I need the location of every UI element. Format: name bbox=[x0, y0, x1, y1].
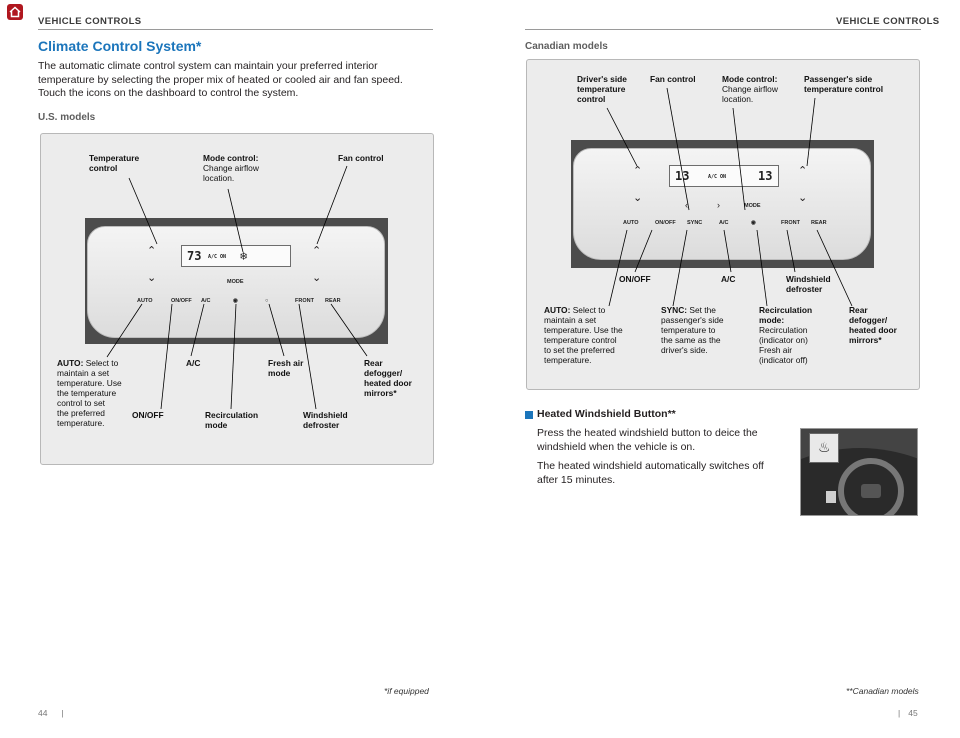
us-fan-control-callout: Fan control bbox=[338, 153, 384, 163]
heated-windshield-para-2: The heated windshield automatically swit… bbox=[537, 460, 764, 486]
canadian-recirc-callout: Recirculation mode: Recirculation (indic… bbox=[759, 305, 813, 365]
canadian-sync-button[interactable]: SYNC bbox=[687, 220, 703, 226]
canadian-auto-button[interactable]: AUTO bbox=[623, 220, 639, 226]
heated-windshield-para-1: Press the heated windshield button to de… bbox=[537, 427, 758, 453]
steering-wheel-graphic bbox=[801, 429, 917, 515]
canadian-diagram-panel: 13 A/C ON 13 ⌃ ⌃ ⌃ ⌃ ‹ › MODE AUTO ON/OF… bbox=[526, 59, 920, 390]
header-rule-left bbox=[38, 29, 433, 30]
home-icon[interactable] bbox=[7, 4, 23, 20]
us-auto-callout: AUTO: Select to maintain a set temperatu… bbox=[57, 358, 122, 428]
canadian-rear-defrost-button[interactable]: REAR bbox=[811, 220, 827, 226]
us-mode-control-callout: Mode control: Change airflow location. bbox=[203, 153, 259, 183]
canadian-ac-callout: A/C bbox=[721, 274, 736, 284]
canadian-rear-defogger-callout: Rear defogger/ heated door mirrors* bbox=[849, 305, 897, 345]
header-rule-right bbox=[525, 29, 921, 30]
us-temperature-control-callout: Temperature control bbox=[89, 153, 140, 173]
header-left: VEHICLE CONTROLS bbox=[38, 16, 142, 27]
header-right: VEHICLE CONTROLS bbox=[836, 16, 940, 27]
canadian-onoff-callout: ON/OFF bbox=[619, 274, 651, 284]
us-diagram-panel: 73 A/C ON ❄ ⌃ ⌃ ⌃ ⌃ MODE AUTO ON/OFF A/C… bbox=[40, 133, 434, 465]
canadian-leader-lines bbox=[606, 87, 853, 307]
us-mode-button[interactable]: MODE bbox=[227, 279, 244, 285]
canadian-ac-button[interactable]: A/C bbox=[719, 220, 729, 226]
us-control-unit bbox=[87, 226, 385, 338]
canadian-driver-side-callout: Driver's side temperature control bbox=[577, 74, 627, 104]
us-lcd-display: 73 A/C ON ❄ bbox=[181, 245, 291, 267]
canadian-driver-temp-up-icon[interactable]: ⌃ bbox=[633, 165, 643, 177]
us-fresh-air-callout: Fresh air mode bbox=[268, 358, 304, 378]
us-temp-up-icon[interactable]: ⌃ bbox=[147, 245, 157, 257]
canadian-windshield-callout: Windshield defroster bbox=[786, 274, 831, 294]
us-rear-defrost-button[interactable]: REAR bbox=[325, 298, 341, 304]
canadian-sync-callout: SYNC: Set the passenger's side temperatu… bbox=[661, 305, 724, 355]
canadian-lcd-display: 13 A/C ON 13 bbox=[669, 165, 779, 187]
page-title: Climate Control System* bbox=[38, 38, 202, 54]
canadian-pass-temp-up-icon[interactable]: ⌃ bbox=[798, 165, 808, 177]
heated-windshield-icon: ♨ bbox=[818, 439, 831, 455]
us-onoff-button[interactable]: ON/OFF bbox=[171, 298, 192, 304]
us-fresh-air-icon[interactable]: ○ bbox=[265, 298, 269, 304]
us-recirc-icon[interactable]: ◉ bbox=[233, 298, 238, 304]
canadian-fan-control-callout: Fan control bbox=[650, 74, 696, 84]
us-recirculation-callout: Recirculation mode bbox=[205, 410, 259, 430]
us-fan-up-icon[interactable]: ⌃ bbox=[312, 245, 322, 257]
page-number-left: 44| bbox=[38, 708, 64, 718]
canadian-passenger-side-callout: Passenger's side temperature control bbox=[804, 74, 884, 94]
us-front-defrost-button[interactable]: FRONT bbox=[295, 298, 314, 304]
page-number-right: |45 bbox=[898, 708, 918, 718]
section-bullet-icon bbox=[525, 411, 533, 419]
us-models-label: U.S. models bbox=[38, 112, 96, 123]
canadian-front-defrost-button[interactable]: FRONT bbox=[781, 220, 800, 226]
us-auto-button[interactable]: AUTO bbox=[137, 298, 153, 304]
footnote-right: **Canadian models bbox=[846, 686, 919, 696]
canadian-control-photo: 13 A/C ON 13 ⌃ ⌃ ⌃ ⌃ ‹ › MODE AUTO ON/OF… bbox=[571, 140, 874, 268]
us-control-photo: 73 A/C ON ❄ ⌃ ⌃ ⌃ ⌃ MODE AUTO ON/OFF A/C… bbox=[85, 218, 388, 344]
us-onoff-callout: ON/OFF bbox=[132, 410, 164, 420]
us-windshield-callout: Windshield defroster bbox=[303, 410, 348, 430]
us-rear-defogger-callout: Rear defogger/ heated door mirrors* bbox=[364, 358, 412, 398]
us-leader-lines bbox=[106, 165, 368, 410]
canadian-auto-callout: AUTO: Select to maintain a set temperatu… bbox=[544, 305, 623, 365]
heated-windshield-button-inset: ♨ bbox=[809, 433, 839, 463]
us-ac-callout: A/C bbox=[186, 358, 201, 368]
footnote-left: *if equipped bbox=[384, 686, 429, 696]
intro-paragraph: The automatic climate control system can… bbox=[38, 60, 403, 99]
canadian-fan-up-icon[interactable]: › bbox=[717, 200, 720, 210]
canadian-fan-down-icon[interactable]: ‹ bbox=[685, 200, 688, 210]
canadian-recirc-icon[interactable]: ◉ bbox=[751, 220, 756, 226]
us-ac-button[interactable]: A/C bbox=[201, 298, 211, 304]
dashboard-photo: ♨ bbox=[800, 428, 918, 516]
heated-windshield-title: Heated Windshield Button** bbox=[537, 408, 676, 420]
canadian-models-label: Canadian models bbox=[525, 41, 608, 52]
canadian-mode-button[interactable]: MODE bbox=[744, 203, 761, 209]
canadian-onoff-button[interactable]: ON/OFF bbox=[655, 220, 676, 226]
canadian-mode-control-callout: Mode control: Change airflow location. bbox=[722, 74, 778, 104]
